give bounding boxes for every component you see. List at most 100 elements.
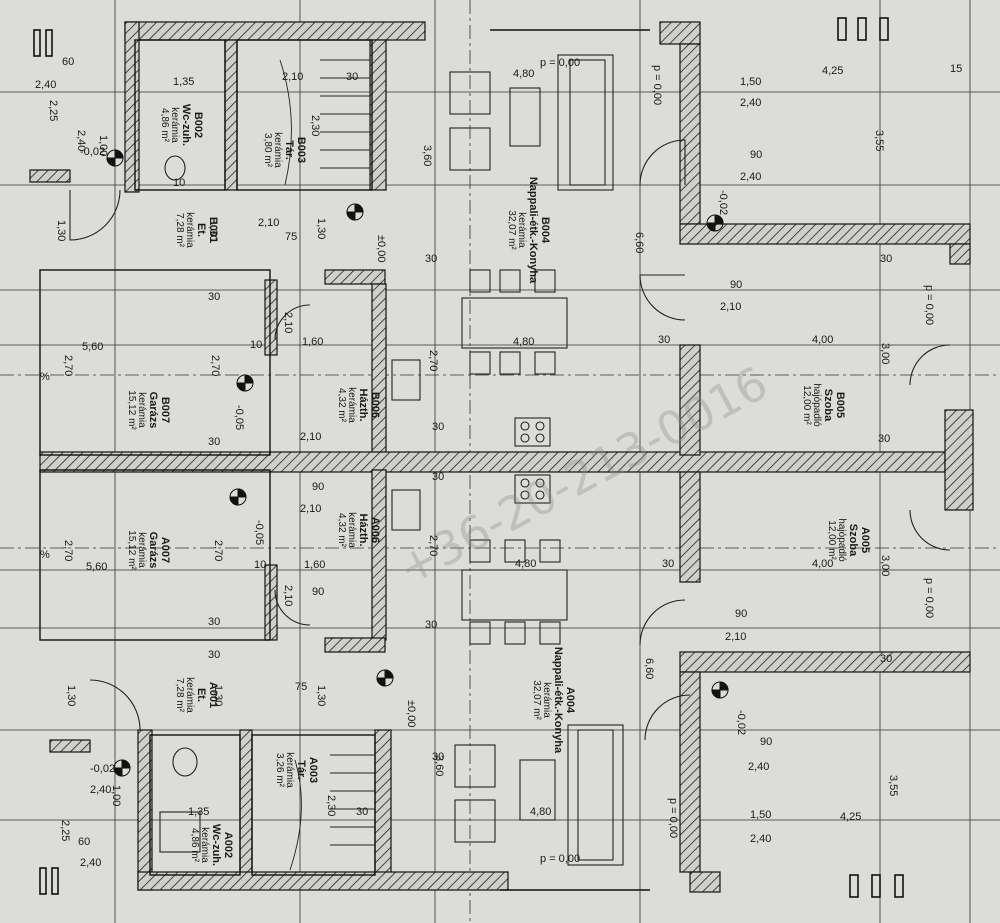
room-area: 7,28 m² <box>174 678 185 713</box>
room-name: Nappali-étk.-Konyha <box>552 647 564 754</box>
dim-label: 2,10 <box>282 312 294 333</box>
room-code: B001 <box>207 217 219 243</box>
room-name: Tár. <box>295 760 307 780</box>
dim-label: 10 <box>254 559 266 571</box>
room-area: 4,32 m² <box>336 513 347 548</box>
room-labels: B004 Nappali-étk.-Konyha kerámia 32,07 m… <box>126 104 871 866</box>
room-code: B007 <box>159 397 171 423</box>
dim-label: 1,60 <box>304 559 325 571</box>
room-area: 3,26 m² <box>274 753 285 788</box>
room-code: B004 <box>539 217 551 244</box>
dim-label: 10 <box>250 339 262 351</box>
room-floor: kerámia <box>346 512 357 548</box>
dim-label: 3,00 <box>879 555 891 576</box>
room-floor: kerámia <box>346 387 357 423</box>
dim-label: 30 <box>356 806 368 818</box>
room-B007: B007 Garázs kerámia 15,12 m² <box>126 390 171 430</box>
dim-label: 1,50 <box>750 809 771 821</box>
dim-label: 2,70 <box>427 535 439 556</box>
room-name: Wc-zuh. <box>180 104 192 146</box>
dim-label: 2,70 <box>209 355 221 376</box>
dim-label: 2,10 <box>300 503 321 515</box>
dim-label: 10 <box>173 177 185 189</box>
dim-label: 2,40 <box>740 171 761 183</box>
room-area: 15,12 m² <box>126 530 137 570</box>
room-name: Szoba <box>822 389 834 422</box>
room-code: A006 <box>369 517 381 543</box>
room-code: A002 <box>222 832 234 858</box>
room-area: 4,86 m² <box>189 828 200 863</box>
dim-label: -0,02 <box>80 146 105 158</box>
dim-label: p = 0,00 <box>540 853 580 865</box>
dim-label: p = 0,00 <box>540 57 580 69</box>
room-A003: A003 Tár. kerámia 3,26 m² <box>274 752 319 788</box>
room-code: B002 <box>192 112 204 138</box>
dim-label: 30 <box>432 751 444 763</box>
dim-label: 1,60 <box>302 336 323 348</box>
dim-label: -0,02 <box>90 763 115 775</box>
dim-label: 2,40 <box>740 97 761 109</box>
dim-label: 15 <box>950 63 962 75</box>
room-A007: A007 Garázs kerámia 15,12 m² <box>126 530 171 570</box>
dim-label: 1,35 <box>173 76 194 88</box>
dim-label: 2,40 <box>748 761 769 773</box>
room-code: A005 <box>859 527 871 553</box>
dim-label: 2,10 <box>282 585 294 606</box>
room-name: Wc-zuh. <box>210 824 222 866</box>
dim-label: 2,10 <box>720 301 741 313</box>
dim-label: 60 <box>78 836 90 848</box>
dim-label: 30 <box>208 616 220 628</box>
dim-label: 1,30 <box>315 685 327 706</box>
dim-label: 1,30 <box>315 218 327 239</box>
room-floor: kerámia <box>169 107 180 143</box>
walls <box>29 21 974 893</box>
room-area: 4,32 m² <box>336 388 347 423</box>
dim-label: 4,80 <box>515 558 536 570</box>
dim-label: 3,60 <box>421 145 433 166</box>
room-code: A004 <box>564 687 576 714</box>
room-floor: kerámia <box>136 532 147 568</box>
room-floor: kerámia <box>284 752 295 788</box>
dim-label: 2,10 <box>258 217 279 229</box>
dim-label: 2,40 <box>35 79 56 91</box>
room-B006: B006 Házth. kerámia 4,32 m² <box>336 387 381 423</box>
dim-label: -0,02 <box>735 710 747 735</box>
dim-label: p = 0,00 <box>651 65 663 105</box>
room-code: B003 <box>295 137 307 163</box>
room-floor: kerámia <box>272 132 283 168</box>
room-code: A001 <box>207 682 219 708</box>
dim-label: 5,60 <box>82 341 103 353</box>
dim-label: 90 <box>735 608 747 620</box>
room-area: 12,00 m² <box>826 520 837 560</box>
vertical-dimension-labels: 3,55 3,55 3,60 3,60 6,60 6,60 3,00 3,00 … <box>47 65 935 841</box>
dim-label: p = 0,00 <box>923 285 935 325</box>
stairs <box>279 59 375 871</box>
room-area: 7,28 m² <box>174 213 185 248</box>
room-code: B005 <box>834 392 846 418</box>
room-B005: B005 Szoba hajópadló 12,00 m² <box>801 383 846 427</box>
dim-label: 90 <box>312 586 324 598</box>
dim-label: p = 0,00 <box>667 798 679 838</box>
room-floor: kerámia <box>541 682 552 718</box>
room-name: Garázs <box>147 392 159 429</box>
room-A005: A005 Szoba hajópadló 12,00 m² <box>826 518 871 562</box>
room-floor: kerámia <box>516 212 527 248</box>
dim-label: 3,55 <box>887 775 899 796</box>
room-code: B006 <box>369 392 381 418</box>
dim-label: 3,55 <box>873 130 885 151</box>
level-markers <box>106 149 729 777</box>
dim-label: 2,30 <box>325 795 337 816</box>
dim-label: 2,10 <box>282 71 303 83</box>
dim-label: 30 <box>880 653 892 665</box>
room-code: A007 <box>159 537 171 563</box>
outline-walls <box>39 29 650 891</box>
room-B004: B004 Nappali-étk.-Konyha kerámia 32,07 m… <box>506 177 551 284</box>
room-B001: B001 Et. kerámia 7,28 m² <box>174 212 219 248</box>
room-code: A003 <box>307 757 319 783</box>
dim-label: 1,00 <box>97 135 109 156</box>
dim-label: 90 <box>312 481 324 493</box>
dim-label: 2,25 <box>59 820 71 841</box>
dim-label: 4,00 <box>812 558 833 570</box>
dim-label: 60 <box>62 56 74 68</box>
room-name: Szoba <box>847 524 859 557</box>
